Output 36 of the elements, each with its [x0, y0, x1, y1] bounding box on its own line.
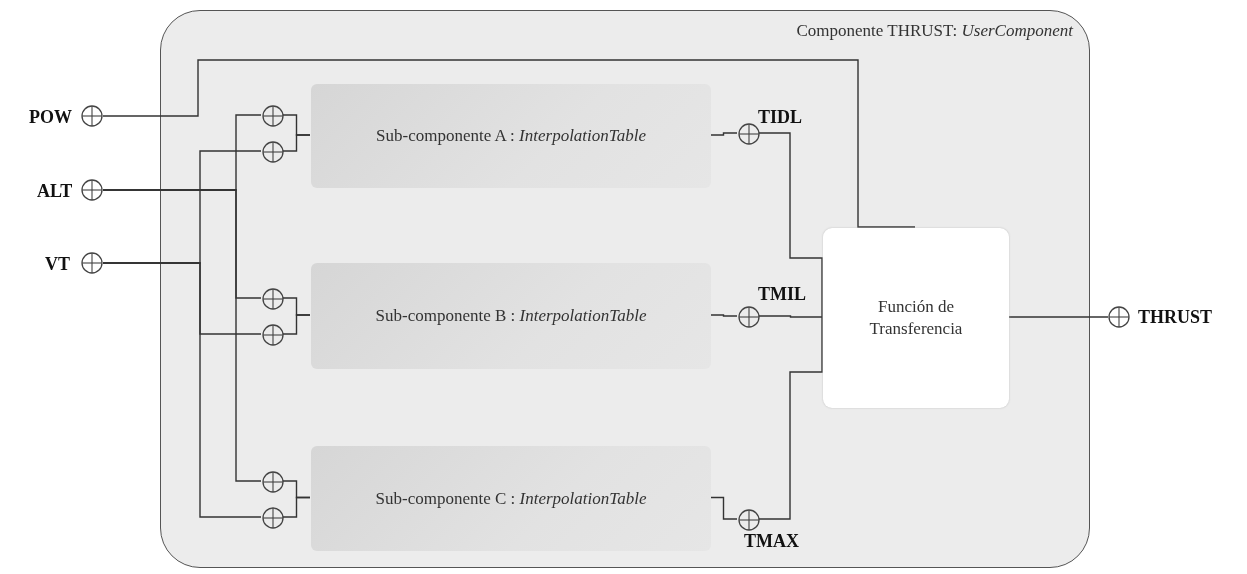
connector-line — [282, 496, 311, 518]
connector-line — [758, 315, 823, 318]
port-label: VT — [45, 254, 70, 275]
port-label: ALT — [37, 181, 73, 202]
port-label: TMAX — [744, 531, 799, 552]
connector-line — [282, 134, 311, 152]
port-symbol — [262, 288, 284, 310]
subcomponent-box — [311, 84, 711, 188]
connector-line — [709, 132, 738, 136]
transfer-function-box — [823, 228, 1009, 408]
connector-line — [709, 314, 738, 317]
connector-line — [102, 189, 262, 482]
port-label: TMIL — [758, 284, 806, 305]
subcomponent-box — [311, 263, 711, 369]
port-symbol — [262, 324, 284, 346]
port-symbol — [262, 141, 284, 163]
port-symbol — [262, 471, 284, 493]
connector-line — [282, 314, 311, 335]
subcomponent-label: Sub-componente A : InterpolationTable — [376, 126, 646, 146]
connector-line — [1007, 316, 1109, 318]
port-symbol — [262, 507, 284, 529]
connector-line — [102, 59, 916, 228]
port-label: POW — [29, 107, 72, 128]
component-frame — [160, 10, 1090, 568]
connector-line — [709, 496, 738, 520]
connector-line — [758, 132, 823, 318]
port-label: THRUST — [1138, 307, 1213, 328]
connector-line — [102, 262, 262, 518]
component-title: Componente THRUST: UserComponent — [796, 21, 1073, 41]
connector-line — [758, 316, 823, 520]
subcomponent-box — [311, 446, 711, 551]
subcomponent-label: Sub-componente C : InterpolationTable — [375, 488, 647, 509]
subcomponent-label: Sub-componente B : InterpolationTable — [375, 306, 647, 326]
port-symbol — [262, 105, 284, 127]
port-label: TIDL — [758, 107, 802, 128]
function-label: Función de Transferencia — [868, 295, 964, 340]
